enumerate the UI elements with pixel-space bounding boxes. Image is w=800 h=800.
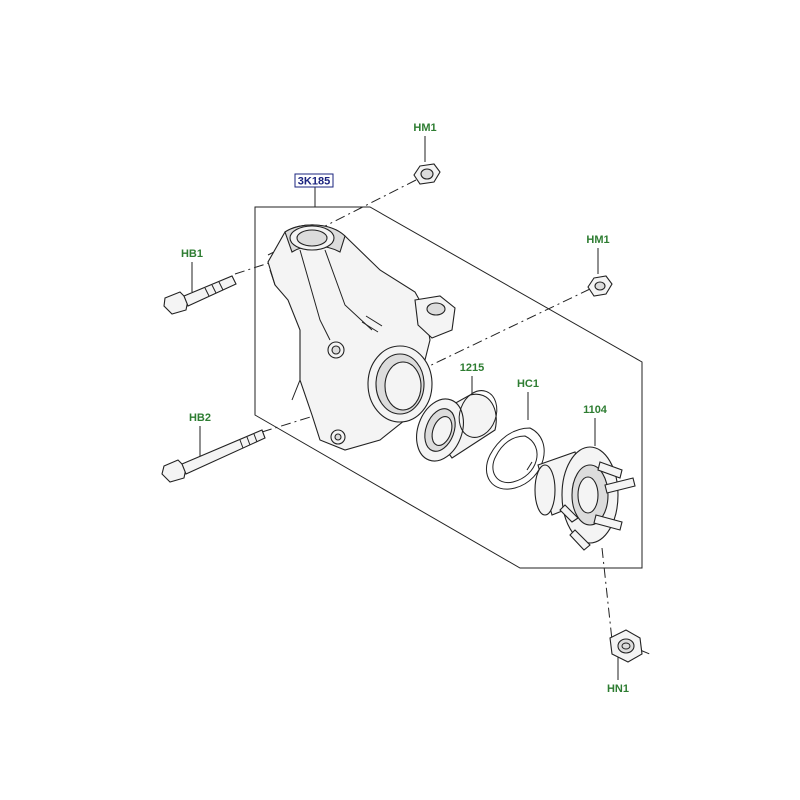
steering-knuckle: [267, 224, 456, 451]
callout-hb1: HB1: [181, 248, 203, 260]
callout-hm1-right: HM1: [586, 234, 609, 246]
assembly-frame: [254, 206, 643, 569]
callout-1215: 1215: [460, 362, 484, 374]
callout-3k185: 3K185: [298, 176, 330, 188]
callout-hn1: HN1: [607, 683, 629, 695]
callout-1104: 1104: [583, 404, 608, 416]
wheel-bearing: [416, 390, 498, 462]
wheel-hub: [534, 446, 636, 551]
callout-hb2: HB2: [189, 412, 211, 424]
wheel-studs: [559, 461, 636, 551]
knuckle-callout-box: [294, 173, 334, 188]
hub-nut: [609, 629, 643, 663]
leader-lines: [191, 136, 619, 680]
circlip: [485, 427, 545, 490]
flange-nut-right: [587, 275, 613, 297]
callout-hc1: HC1: [517, 378, 539, 390]
bolt-upper: [163, 275, 237, 315]
flange-nut-top: [413, 163, 441, 185]
callout-hm1-top: HM1: [413, 122, 436, 134]
bolt-lower: [161, 429, 266, 483]
